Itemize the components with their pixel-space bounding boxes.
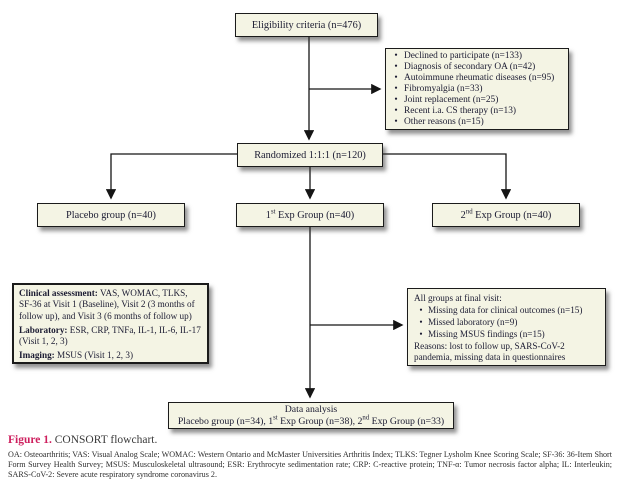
excluded-box: • Declined to participate (n=133) • Diagnos… (385, 48, 569, 130)
final-visit-list-item: • Missing data for clinical outcomes (n=1… (414, 304, 599, 316)
exp1-ordinal-suffix: st (270, 208, 276, 216)
clinical-assessment-line: Clinical assessment: VAS, WOMAC, TLKS, S… (19, 288, 202, 322)
flow-connectors-arrows (105, 37, 512, 399)
clinical-assessment-label: Clinical assessment: (19, 288, 98, 298)
excluded-list: • Declined to participate (n=133) • Diagnos… (388, 51, 564, 128)
final-visit-reasons: Reasons: lost to follow up, SARS-CoV-2 p… (414, 341, 566, 362)
exp2-num: 2 (460, 209, 466, 221)
final-visit-heading: All groups at final visit: (414, 293, 502, 303)
data-analysis-title: Data analysis (284, 404, 338, 415)
excluded-item-text: Recent i.a. CS therapy (n=13) (404, 106, 517, 116)
excluded-list-item: • Autoimmune rheumatic diseases (n=95) (388, 73, 564, 84)
final-visit-item-text: Missing MSUS findings (n=15) (428, 329, 545, 339)
bullet-icon: • (394, 95, 398, 105)
analysis-ordinal-2: nd (362, 414, 370, 422)
imaging-text: MSUS (Visit 1, 2, 3) (54, 350, 134, 361)
laboratory-text: ESR, CRP, TNFa, IL-1, IL-6, IL-17 (Visit… (19, 324, 201, 347)
bullet-icon: • (394, 73, 398, 83)
excluded-list-item: • Other reasons (n=15) (388, 117, 564, 128)
bullet-icon: • (394, 51, 398, 61)
exp2-rest: Exp Group (n=40) (472, 209, 552, 221)
final-visit-box: All groups at final visit: • Missing data… (407, 288, 606, 366)
excluded-item-text: Declined to participate (n=133) (404, 51, 523, 61)
excluded-item-text: Fibromyalgia (n=33) (404, 84, 483, 94)
exp1-group-box: 1st Exp Group (n=40) (236, 203, 384, 227)
excluded-list-item: • Fibromyalgia (n=33) (388, 84, 564, 95)
imaging-label: Imaging: (19, 350, 55, 361)
bullet-icon: • (419, 329, 423, 339)
analysis-p1: Placebo group (n=34), 1 (177, 415, 274, 427)
final-visit-list: • Missing data for clinical outcomes (n=1… (414, 304, 599, 340)
excluded-item-text: Joint replacement (n=25) (404, 95, 499, 105)
clinical-assessment-text: VAS, WOMAC, TLKS, SF-36 at Visit 1 (Base… (19, 288, 195, 321)
bullet-icon: • (394, 106, 398, 116)
exp1-group-label: 1st Exp Group (n=40) (265, 208, 355, 221)
laboratory-label: Laboratory: (19, 324, 68, 335)
excluded-item-text: Diagnosis of secondary OA (n=42) (404, 62, 536, 72)
assessment-box: Clinical assessment: VAS, WOMAC, TLKS, S… (12, 283, 209, 364)
data-analysis-box: Data analysis Placebo group (n=34), 1st … (168, 402, 454, 429)
exp2-ordinal-suffix: nd (465, 208, 473, 216)
excluded-item-text: Autoimmune rheumatic diseases (n=95) (404, 73, 555, 83)
figure-caption: Figure 1. CONSORT flowchart. (8, 434, 157, 446)
excluded-list-item: • Declined to participate (n=133) (388, 51, 564, 62)
final-visit-list-item: • Missed laboratory (n=9) (414, 316, 599, 328)
excluded-list-item: • Recent i.a. CS therapy (n=13) (388, 106, 564, 117)
analysis-p3: Exp Group (n=33) (369, 415, 445, 427)
bullet-icon: • (419, 317, 423, 327)
excluded-item-text: Other reasons (n=15) (404, 117, 484, 127)
final-visit-list-item: • Missing MSUS findings (n=15) (414, 328, 599, 340)
randomized-box: Randomized 1:1:1 (n=120) (237, 143, 383, 167)
excluded-list-item: • Joint replacement (n=25) (388, 95, 564, 106)
abbreviations-footnote: OA: Osteoarthritis; VAS: Visual Analog S… (8, 450, 612, 479)
bullet-icon: • (394, 62, 398, 72)
bullet-icon: • (394, 84, 398, 94)
analysis-ordinal-1: st (273, 414, 278, 422)
exp1-rest: Exp Group (n=40) (275, 209, 355, 221)
randomized-label: Randomized 1:1:1 (n=120) (254, 149, 366, 161)
arrow-randomized-to-exp2 (383, 153, 512, 200)
laboratory-line: Laboratory: ESR, CRP, TNFa, IL-1, IL-6, … (19, 325, 202, 348)
final-visit-item-text: Missed laboratory (n=9) (428, 317, 518, 327)
placebo-group-box: Placebo group (n=40) (37, 203, 185, 227)
figure-caption-text: CONSORT flowchart. (51, 434, 158, 446)
eligibility-label: Eligibility criteria (n=476) (251, 19, 362, 31)
placebo-group-label: Placebo group (n=40) (66, 209, 156, 221)
imaging-line: Imaging: MSUS (Visit 1, 2, 3) (19, 350, 202, 361)
exp2-group-label: 2nd Exp Group (n=40) (460, 208, 552, 221)
analysis-p2: Exp Group (n=38), 2 (277, 415, 363, 427)
eligibility-box: Eligibility criteria (n=476) (235, 13, 378, 37)
arrow-randomized-to-placebo (105, 153, 237, 200)
exp2-group-box: 2nd Exp Group (n=40) (432, 203, 580, 227)
figure-number-label: Figure 1. (8, 434, 52, 446)
exp1-num: 1 (265, 209, 271, 221)
final-visit-item-text: Missing data for clinical outcomes (n=15… (428, 305, 583, 315)
data-analysis-groups-line: Placebo group (n=34), 1st Exp Group (n=3… (173, 414, 449, 428)
bullet-icon: • (394, 117, 398, 127)
bullet-icon: • (419, 305, 423, 315)
excluded-list-item: • Diagnosis of secondary OA (n=42) (388, 62, 564, 73)
